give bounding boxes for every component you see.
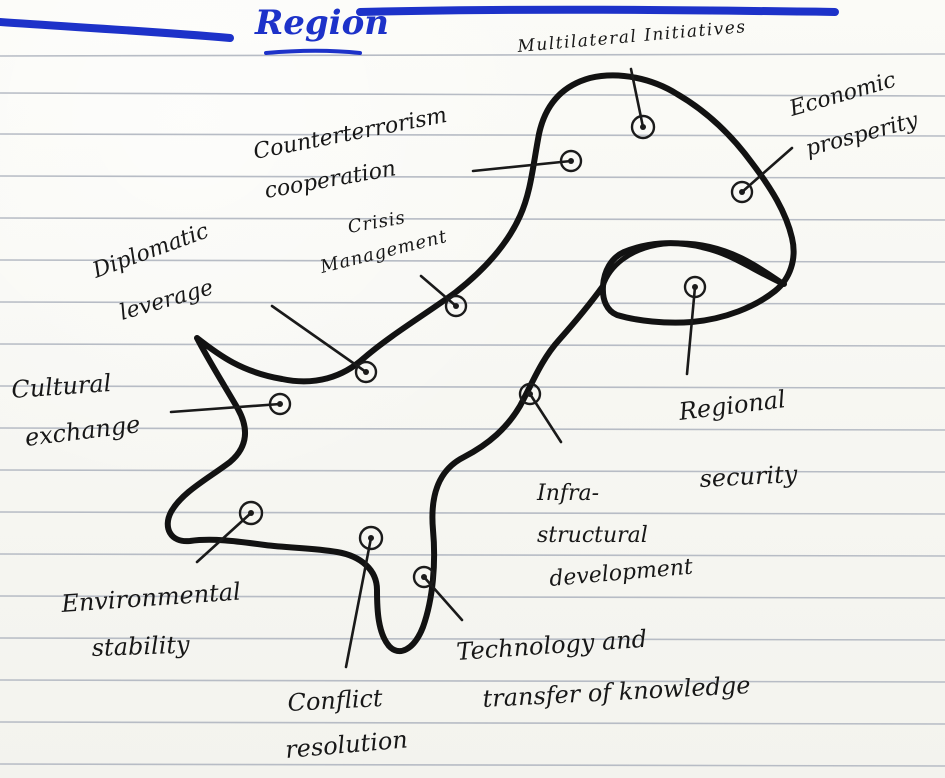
label-cultural-line-1: Cultural — [10, 369, 112, 404]
node-dot — [739, 189, 745, 195]
node-ring — [518, 382, 542, 406]
rule-line — [0, 721, 945, 725]
node-diplomatic — [354, 360, 378, 384]
rule-line — [0, 511, 945, 515]
leader-infrastructure — [528, 392, 563, 444]
node-ring — [630, 114, 656, 140]
leader-lines — [169, 67, 794, 669]
node-multilateral — [630, 114, 656, 140]
label-cultural-line-2: exchange — [23, 410, 142, 452]
rule-line — [0, 175, 945, 179]
node-dot — [421, 574, 427, 580]
rule-line — [0, 637, 945, 641]
rule-line — [0, 259, 945, 263]
node-counterterrorism — [559, 149, 583, 173]
label-infrastructure-line-2: structural — [537, 523, 648, 548]
node-technology — [412, 565, 436, 589]
node-ring — [354, 360, 378, 384]
label-counterterrorism-line-1: Counterterrorism — [251, 103, 449, 165]
node-markers — [238, 114, 754, 589]
label-infrastructure-line-1: Infra- — [536, 481, 599, 506]
leader-diplomatic — [270, 304, 368, 374]
node-ring — [683, 275, 707, 299]
node-ring — [238, 500, 264, 526]
node-ring — [268, 392, 292, 416]
leader-counterterrorism — [471, 159, 573, 173]
label-diplomatic-line-1: Diplomatic — [89, 219, 212, 284]
labels: Multilateral Initiatives Economic prospe… — [10, 17, 921, 764]
rule-line — [0, 469, 945, 473]
leader-regional — [685, 285, 697, 376]
node-ring — [412, 565, 436, 589]
leader-cultural — [169, 402, 282, 414]
rule-line — [0, 92, 945, 97]
label-crisis-line-2: Management — [317, 226, 449, 278]
leader-crisis — [419, 274, 458, 308]
node-dot — [248, 510, 254, 516]
label-counterterrorism-line-2: cooperation — [263, 156, 398, 204]
node-ring — [730, 180, 754, 204]
label-regional-line-2: security — [699, 460, 799, 493]
rule-line — [0, 301, 945, 305]
label-technology-line-1: Technology and — [455, 625, 647, 666]
label-environmental-line-1: Environmental — [59, 578, 241, 619]
label-environmental-line-2: stability — [91, 631, 190, 662]
label-regional-line-1: Regional — [676, 385, 787, 426]
blue-underline-title — [264, 48, 362, 55]
rule-line — [0, 553, 945, 557]
label-economic-line-2: prosperity — [803, 108, 921, 162]
node-dot — [640, 124, 646, 130]
header-area: Region — [0, 3, 839, 55]
rule-line — [0, 217, 945, 221]
label-diplomatic-line-2: leverage — [117, 275, 216, 326]
node-economic — [730, 180, 754, 204]
node-dot — [453, 303, 459, 309]
node-dot — [368, 535, 374, 541]
rule-line — [0, 595, 945, 599]
node-infrastructure — [518, 382, 542, 406]
node-regional — [683, 275, 707, 299]
rule-line — [0, 385, 945, 389]
rule-line — [0, 763, 945, 767]
node-environmental — [238, 500, 264, 526]
node-dot — [363, 369, 369, 375]
rule-line — [0, 133, 945, 137]
label-technology-line-2: transfer of knowledge — [482, 671, 751, 713]
node-ring — [444, 294, 468, 318]
page-title: Region — [254, 3, 389, 43]
ruled-lines — [0, 53, 945, 767]
node-conflict — [358, 525, 384, 551]
label-infrastructure-line-3: development — [548, 555, 694, 592]
node-dot — [527, 391, 533, 397]
rule-line — [0, 679, 945, 683]
label-conflict-line-2: resolution — [284, 725, 409, 764]
blue-underline-right — [356, 5, 839, 16]
node-cultural — [268, 392, 292, 416]
node-dot — [692, 284, 698, 290]
node-crisis — [444, 294, 468, 318]
node-ring — [559, 149, 583, 173]
leader-conflict — [344, 536, 373, 669]
node-dot — [568, 158, 574, 164]
label-economic-line-1: Economic — [786, 68, 899, 122]
blue-underline-left — [0, 18, 234, 42]
rule-line — [0, 53, 945, 57]
node-ring — [358, 525, 384, 551]
map-shape — [164, 72, 797, 654]
node-dot — [277, 401, 283, 407]
label-multilateral-initiatives: Multilateral Initiatives — [516, 17, 748, 57]
rule-line — [0, 427, 945, 431]
rule-line — [0, 343, 945, 347]
label-crisis-line-1: Crisis — [346, 207, 407, 238]
northern-loop — [600, 240, 787, 289]
label-conflict-line-1: Conflict — [287, 684, 384, 717]
